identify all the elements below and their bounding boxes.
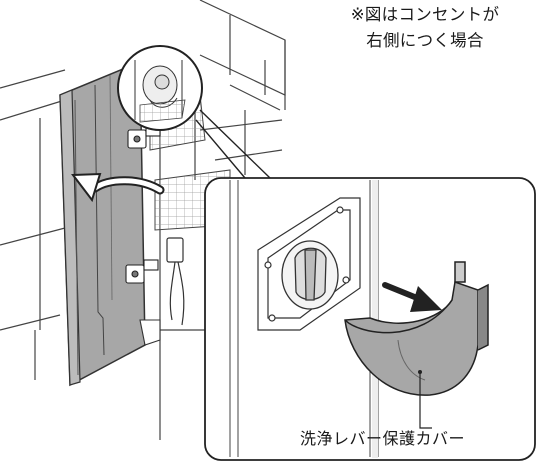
- callout-connector: [195, 109, 271, 179]
- lever-protection-cover: [344, 261, 489, 396]
- floor-bracket: [139, 319, 161, 346]
- magnifier-circle: [117, 45, 203, 131]
- orientation-note: ※図はコンセントが 右側につく場合: [300, 2, 550, 54]
- flush-lever: [281, 240, 339, 310]
- detail-callout-box: [204, 177, 536, 461]
- power-outlet: [166, 237, 185, 326]
- note-line-2: 右側につく場合: [366, 31, 484, 50]
- part-label: 洗浄レバー保護カバー: [300, 429, 466, 448]
- remove-direction-arrow-icon: [382, 282, 442, 312]
- label-leader-line: [419, 372, 432, 429]
- lower-hinge: [125, 259, 159, 284]
- front-panel: [59, 60, 146, 387]
- note-line-1: ※図はコンセントが: [350, 5, 500, 24]
- curved-rotate-arrow-icon: [71, 172, 165, 203]
